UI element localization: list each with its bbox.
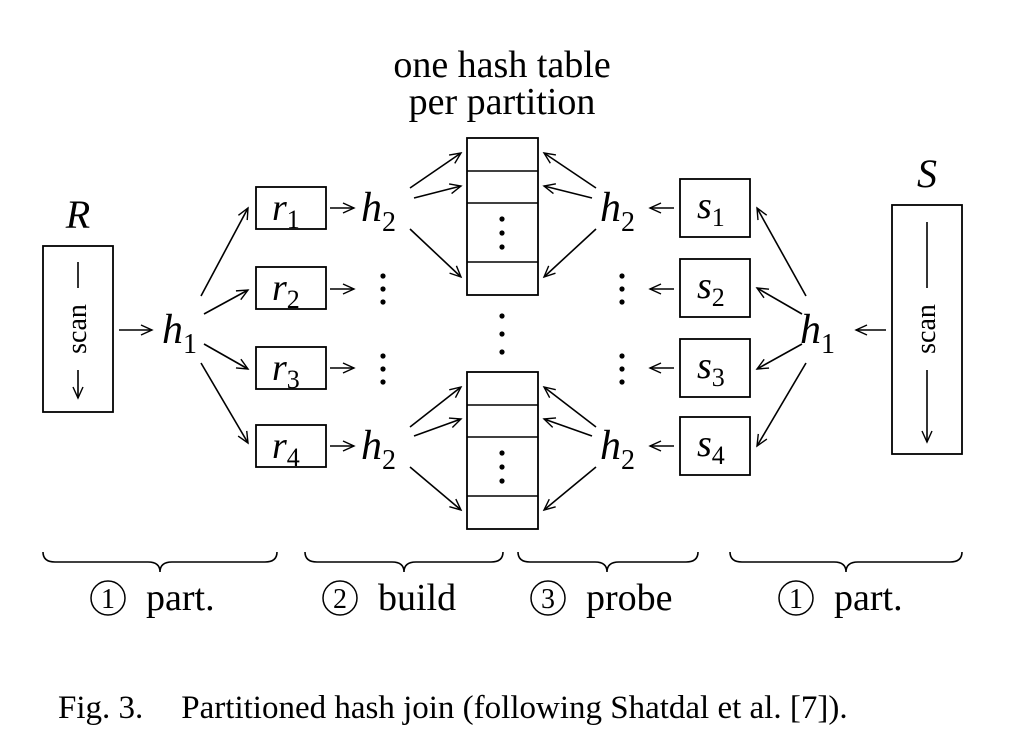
svg-text:r1: r1: [272, 187, 300, 234]
svg-text:s1: s1: [697, 185, 725, 232]
relation-s-label: S: [917, 151, 937, 196]
svg-text:part.: part.: [146, 577, 215, 619]
svg-text:s3: s3: [697, 345, 725, 392]
relation-s-box: scan: [891, 204, 963, 455]
scan-s-label: scan: [911, 304, 942, 354]
partition-r2: r2: [255, 266, 327, 314]
h2-left-top: h2: [361, 185, 396, 238]
vdots-right-s2: [619, 273, 625, 305]
relation-r-label: R: [65, 192, 90, 237]
svg-text:part.: part.: [834, 577, 903, 619]
phase-probe: 3 probe: [530, 577, 673, 619]
vdots-left-r3: [380, 353, 386, 385]
phase-part-right: 1 part.: [778, 577, 903, 619]
brace-part-right: [729, 551, 963, 573]
svg-text:r2: r2: [272, 267, 300, 314]
phase-part-left: 1 part.: [90, 577, 215, 619]
h2-left-bottom: h2: [361, 423, 396, 476]
hash-table-bottom: [466, 371, 539, 530]
partition-r3: r3: [255, 346, 327, 394]
partition-r4: r4: [255, 424, 327, 472]
partition-s1: s1: [679, 178, 751, 238]
partition-s4: s4: [679, 416, 751, 476]
phase-build: 2 build: [322, 577, 456, 619]
hash-table-vdots: [499, 313, 505, 355]
svg-text:1: 1: [789, 584, 803, 615]
brace-build: [304, 551, 504, 573]
figure-caption: Fig. 3.Partitioned hash join (following …: [58, 690, 848, 726]
header-line-1: one hash table: [393, 44, 610, 86]
h1-left: h1: [162, 307, 197, 360]
brace-part-left: [42, 551, 278, 573]
vdots-left-r2: [380, 273, 386, 305]
h1-right: h1: [800, 307, 835, 360]
svg-text:r3: r3: [272, 347, 300, 394]
svg-text:2: 2: [333, 584, 347, 615]
svg-text:3: 3: [541, 584, 555, 615]
vdots-right-s3: [619, 353, 625, 385]
svg-text:r4: r4: [272, 425, 300, 472]
partition-r1: r1: [255, 186, 327, 234]
brace-probe: [517, 551, 699, 573]
svg-text:s4: s4: [697, 423, 725, 470]
scan-r-label: scan: [62, 304, 93, 354]
svg-text:1: 1: [101, 584, 115, 615]
h2-right-bottom: h2: [600, 423, 635, 476]
hash-table-top: [466, 137, 539, 296]
partition-s2: s2: [679, 258, 751, 318]
h2-right-top: h2: [600, 185, 635, 238]
relation-r-box: scan: [42, 245, 114, 413]
partition-s3: s3: [679, 338, 751, 398]
header-line-2: per partition: [409, 81, 596, 123]
svg-text:probe: probe: [586, 577, 673, 619]
svg-text:build: build: [378, 577, 456, 619]
svg-text:s2: s2: [697, 265, 725, 312]
